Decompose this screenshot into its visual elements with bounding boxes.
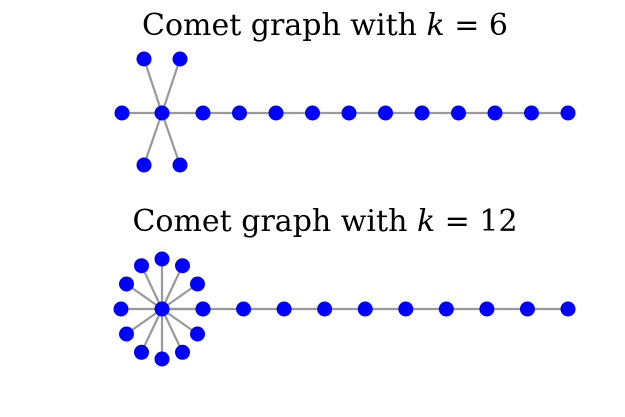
leaf-node — [134, 258, 149, 274]
leaf-node — [154, 351, 170, 367]
path-node — [524, 105, 539, 121]
leaf-node — [190, 326, 206, 342]
leaf-node — [134, 344, 149, 360]
leaf-node — [114, 105, 130, 121]
path-node — [487, 105, 503, 121]
path-node — [414, 105, 430, 121]
comet-graph-title-k6: Comet graph with k = 6 — [0, 8, 625, 43]
path-node — [341, 105, 357, 121]
path-node — [560, 301, 576, 317]
spoke-edge — [142, 58, 164, 114]
spoke-edge — [160, 112, 182, 166]
path-node — [438, 301, 454, 317]
path-node — [398, 301, 414, 317]
leaf-node — [113, 301, 129, 317]
path-node — [317, 301, 333, 317]
leaf-node — [118, 326, 134, 342]
title-prefix: Comet graph with — [142, 8, 427, 43]
leaf-node — [172, 51, 188, 67]
title-value: 6 — [488, 8, 508, 43]
leaf-node — [118, 276, 134, 292]
path-node — [268, 105, 284, 121]
path-node — [305, 105, 320, 121]
path-node — [232, 105, 247, 121]
title-variable: k — [416, 204, 436, 239]
path-node — [519, 301, 535, 317]
path-node — [357, 301, 373, 317]
leaf-node — [190, 276, 206, 292]
path-node — [195, 105, 211, 121]
title-prefix: Comet graph with — [132, 204, 417, 239]
path-node — [195, 301, 211, 317]
path-node — [451, 105, 466, 121]
comet-graph-title-k12: Comet graph with k = 12 — [0, 204, 625, 239]
center-node — [154, 301, 170, 317]
leaf-node — [172, 157, 188, 173]
spoke-edge — [140, 265, 163, 310]
leaf-node — [136, 51, 152, 67]
spoke-edge — [161, 265, 184, 310]
leaf-node — [175, 258, 190, 274]
center-node — [154, 105, 170, 121]
title-variable: k — [426, 8, 445, 43]
comet-graph-k6 — [114, 51, 576, 173]
spoke-edge — [161, 308, 184, 353]
path-node — [479, 301, 495, 317]
title-relation: = — [444, 8, 489, 43]
path-node — [276, 301, 292, 317]
leaf-node — [136, 157, 152, 173]
spoke-edge — [142, 112, 164, 166]
title-relation: = — [435, 204, 480, 239]
leaf-node — [154, 251, 170, 267]
path-node — [236, 301, 252, 317]
path-node — [560, 105, 576, 121]
spoke-edge — [160, 58, 182, 114]
comet-graph-k12 — [113, 251, 576, 367]
leaf-node — [175, 344, 190, 360]
spoke-edge — [140, 308, 163, 353]
path-node — [378, 105, 393, 121]
title-value: 12 — [479, 204, 518, 239]
